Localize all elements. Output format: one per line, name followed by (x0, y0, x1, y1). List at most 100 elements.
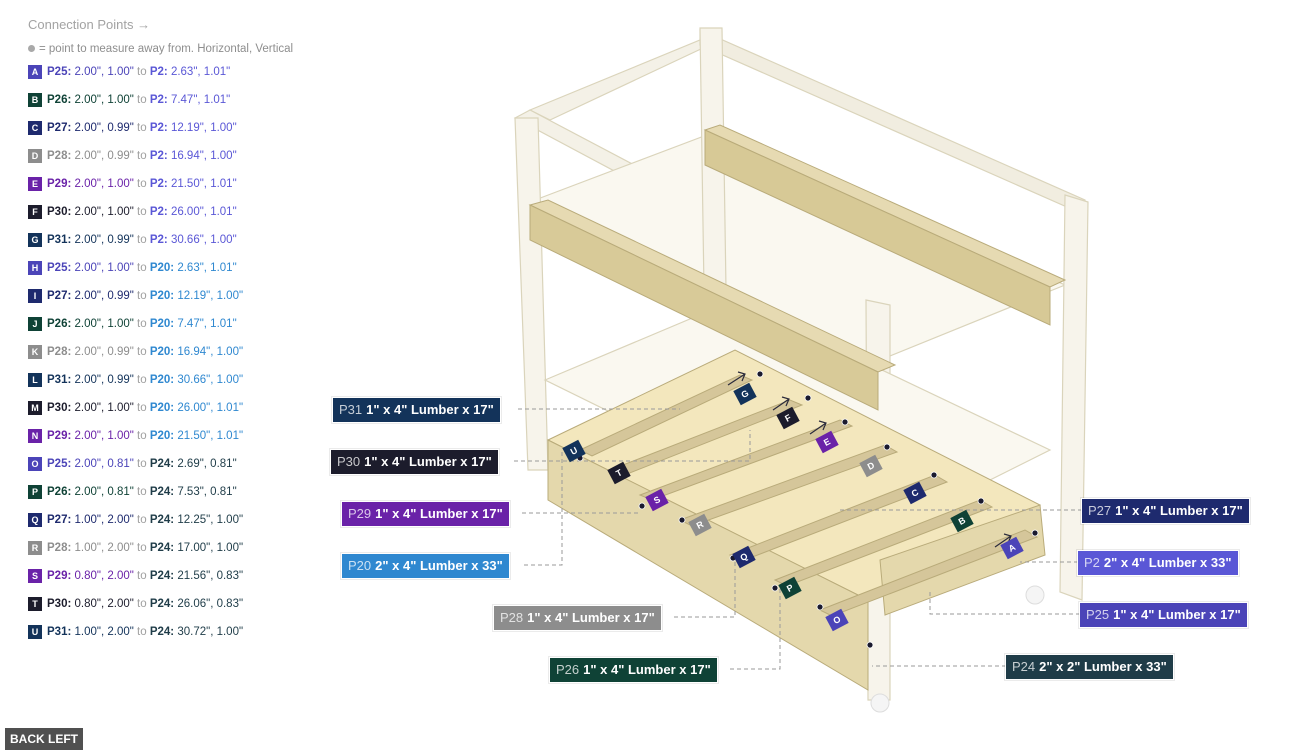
to-word: to (137, 66, 147, 78)
to-values: 12.19", 1.00" (170, 122, 237, 134)
from-part: P26: (47, 94, 72, 106)
to-part: P24: (149, 570, 175, 582)
point-dot-icon (28, 45, 35, 52)
connection-point-badge: O (28, 457, 42, 471)
to-part: P2: (149, 122, 168, 134)
to-part: P2: (149, 206, 168, 218)
connection-point-badge: F (28, 205, 42, 219)
connection-point-badge: P (28, 485, 42, 499)
leader-P25 (929, 590, 1080, 615)
legend-title: Connection Points → (28, 17, 151, 32)
leader-P26 (730, 585, 781, 670)
to-values: 26.06", 0.83" (177, 598, 244, 610)
from-part: P28: (47, 150, 72, 162)
from-part: P28: (47, 346, 72, 358)
from-values: 2.00", 0.99" (74, 346, 134, 358)
leader-P28 (674, 560, 736, 618)
connection-point-badge: H (28, 261, 42, 275)
from-part: P28: (47, 542, 72, 554)
connection-point-badge: S (28, 569, 42, 583)
to-word: to (137, 598, 147, 610)
connection-point-badge: E (28, 177, 42, 191)
to-part: P2: (149, 178, 168, 190)
connection-point-badge: C (28, 121, 42, 135)
to-word: to (137, 514, 147, 526)
to-word: to (137, 318, 147, 330)
dot-R (678, 516, 686, 524)
to-word: to (137, 346, 147, 358)
part-P20-rail-face (529, 204, 879, 411)
to-part: P2: (149, 150, 168, 162)
from-values: 2.00", 1.00" (74, 94, 134, 106)
from-part: P27: (47, 514, 72, 526)
to-part: P20: (149, 262, 175, 274)
wheel-right (1025, 585, 1045, 605)
connection-point-badge: J (28, 317, 42, 331)
dot-E (841, 418, 849, 426)
arrow-E (809, 420, 827, 435)
from-values: 2.00", 0.81" (74, 486, 134, 498)
slat-P31 (578, 374, 754, 457)
to-values: 26.00", 1.01" (177, 402, 244, 414)
connection-point-badge: M (28, 401, 42, 415)
to-values: 2.63", 1.01" (170, 66, 231, 78)
to-values: 30.66", 1.00" (170, 234, 237, 246)
to-part: P20: (149, 402, 175, 414)
from-part: P27: (47, 122, 72, 134)
connection-point-badge: G (28, 233, 42, 247)
arrow-F (772, 396, 790, 411)
to-word: to (137, 262, 147, 274)
from-values: 2.00", 0.99" (74, 374, 134, 386)
connection-point-badge: N (28, 429, 42, 443)
legend-note: = point to measure away from. Horizontal… (28, 39, 328, 59)
to-values: 21.50", 1.01" (177, 430, 244, 442)
to-part: P24: (149, 542, 175, 554)
to-part: P24: (149, 598, 175, 610)
from-part: P29: (47, 570, 72, 582)
to-values: 7.53", 0.81" (177, 486, 237, 498)
to-word: to (137, 542, 147, 554)
leader-P30 (514, 430, 751, 462)
to-part: P20: (149, 430, 175, 442)
from-part: P30: (47, 402, 72, 414)
connection-points-legend: Connection Points → = point to measure a… (28, 16, 328, 653)
dot-end (866, 641, 874, 649)
from-values: 1.00", 2.00" (74, 542, 134, 554)
wheel-front (870, 693, 890, 713)
back-left-button[interactable]: BACK LEFT (5, 728, 83, 750)
to-word: to (137, 458, 147, 470)
to-part: P2: (149, 66, 168, 78)
